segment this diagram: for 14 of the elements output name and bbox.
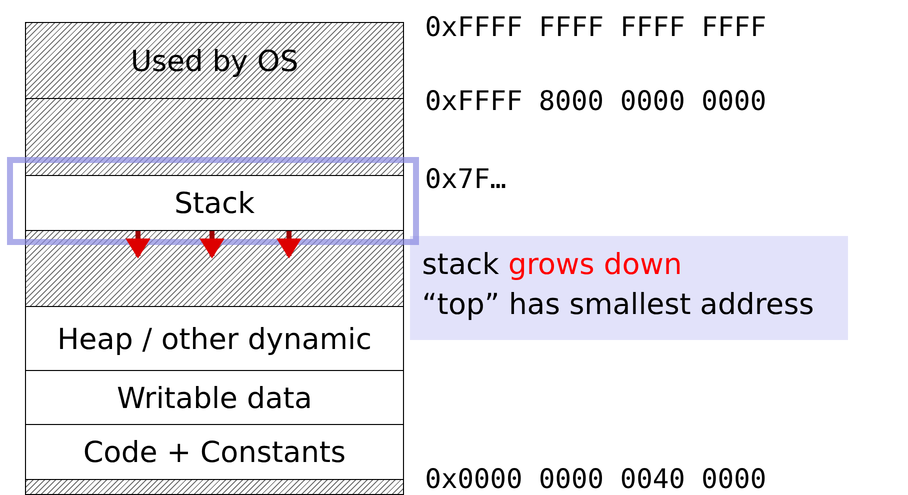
callout-box	[410, 236, 848, 340]
memory-segment: Writable data	[25, 370, 404, 425]
callout-text: “top” has smallest address	[422, 286, 815, 323]
memory-segment: Heap / other dynamic	[25, 306, 404, 371]
memory-segment: Used by OS	[25, 22, 404, 99]
unused-region	[25, 98, 404, 176]
memory-segment: Code + Constants	[25, 424, 404, 480]
memory-segment: Stack	[25, 175, 404, 231]
address-label: 0x7F…	[425, 166, 506, 193]
callout-text: stack grows down	[422, 246, 683, 283]
address-label: 0xFFFF 8000 0000 0000	[425, 88, 766, 115]
address-label: 0xFFFF FFFF FFFF FFFF	[425, 14, 766, 41]
unused-region	[25, 479, 404, 495]
address-label: 0x0000 0000 0040 0000	[425, 466, 766, 493]
